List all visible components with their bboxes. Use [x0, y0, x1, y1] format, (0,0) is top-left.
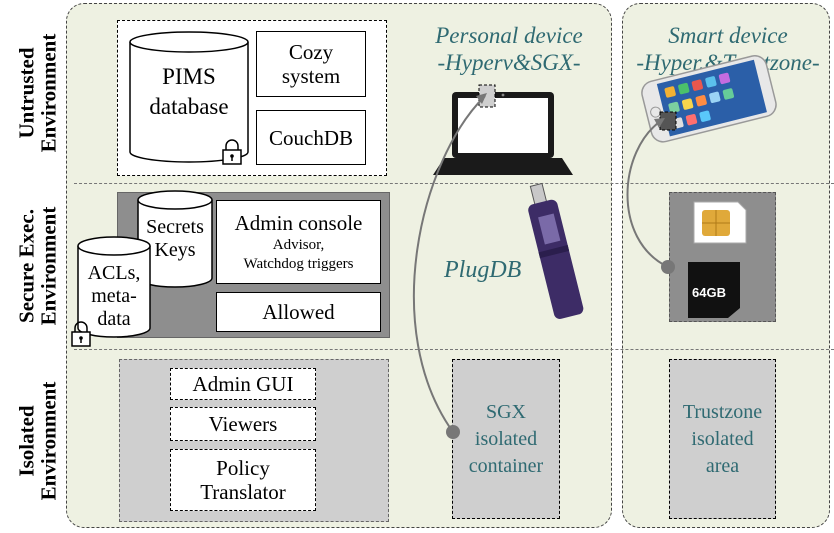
cozy-system-box: Cozy system: [256, 31, 366, 97]
admin-console-box: Admin console Advisor, Watchdog triggers: [216, 200, 381, 284]
row-separator-1: [74, 183, 834, 184]
admin-gui-box: Admin GUI: [170, 368, 316, 400]
smart-secure-container: [669, 192, 776, 322]
personal-device-title: Personal device -Hyperv&SGX-: [435, 23, 583, 75]
row-separator-2: [74, 349, 834, 350]
plugdb-label: PlugDB: [444, 257, 522, 283]
row-label-secure: Secure Exec.Environment: [14, 206, 61, 326]
couchdb-box: CouchDB: [256, 110, 366, 165]
acls-label: ACLs, meta- data: [87, 262, 141, 330]
viewers-box: Viewers: [170, 407, 316, 441]
pims-database-label: PIMS database: [149, 64, 229, 119]
secrets-keys-label: Secrets Keys: [146, 216, 204, 261]
policy-translator-box: Policy Translator: [170, 449, 316, 511]
microsd-capacity-label: 64GB: [692, 285, 726, 300]
sgx-container-box: SGX isolated container: [452, 359, 560, 519]
allowed-box: Allowed: [216, 292, 381, 332]
trustzone-area-box: Trustzone isolated area: [669, 359, 776, 519]
smart-device-title: Smart device -Hyper.&Trustzone-: [636, 23, 820, 75]
